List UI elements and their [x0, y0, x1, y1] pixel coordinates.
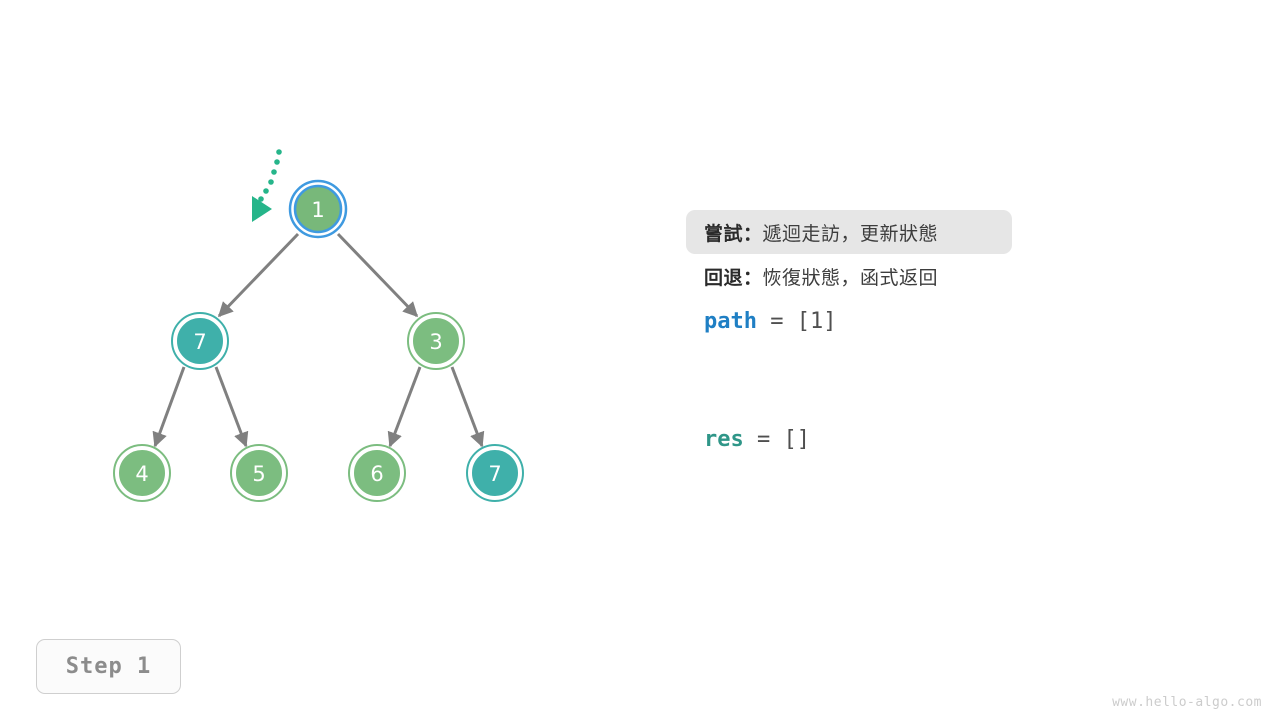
- tree-node-6-label: 6: [370, 462, 383, 486]
- tree-node-7-left-label: 7: [193, 330, 206, 354]
- variable-res-name: res: [704, 426, 744, 452]
- tree-node-4-label: 4: [135, 462, 148, 486]
- state-panel: 嘗試： 遞迴走訪，更新狀態 回退： 恢復狀態，函式返回 path = [1] r…: [686, 210, 1226, 462]
- hint-backtrack-label: 回退：: [704, 266, 763, 289]
- tree-edges: [152, 232, 485, 448]
- code-row-spacer: [686, 344, 1226, 416]
- tree-node-3-label: 3: [429, 330, 442, 354]
- tree-node-1[interactable]: 1: [288, 179, 348, 239]
- watermark: www.hello-algo.com: [1112, 695, 1262, 710]
- edge-1-3: [336, 232, 419, 318]
- tree-node-7-right[interactable]: 7: [466, 444, 524, 502]
- edge-1-7: [217, 232, 300, 318]
- hint-try-label: 嘗試：: [704, 222, 763, 245]
- recursion-entry-pointer-icon: [252, 149, 282, 222]
- tree-node-3[interactable]: 3: [407, 312, 465, 370]
- tree-node-5[interactable]: 5: [230, 444, 288, 502]
- hint-row-try: 嘗試： 遞迴走訪，更新狀態: [686, 210, 1012, 254]
- tree-node-7-left[interactable]: 7: [171, 312, 229, 370]
- edge-3-7b: [450, 366, 485, 448]
- edge-7-5: [214, 366, 249, 448]
- variable-path-name: path: [704, 308, 757, 334]
- hint-row-backtrack: 回退： 恢復狀態，函式返回: [686, 254, 1226, 298]
- variable-path-value: = [1]: [756, 308, 837, 334]
- hint-try-text: 遞迴走訪，更新狀態: [762, 222, 939, 245]
- edge-7-4: [152, 366, 186, 448]
- edge-3-6: [387, 366, 422, 448]
- tree-node-5-label: 5: [252, 462, 265, 486]
- tree-node-1-label: 1: [311, 198, 324, 222]
- variable-res-value: = []: [743, 426, 810, 452]
- code-row-res: res = []: [686, 416, 1226, 462]
- binary-tree-diagram: 1 7 3 4 5 6 7: [113, 149, 524, 502]
- hint-backtrack-text: 恢復狀態，函式返回: [762, 266, 939, 289]
- step-badge: Step 1: [36, 639, 181, 694]
- code-row-path: path = [1]: [686, 298, 1226, 344]
- tree-node-7-right-label: 7: [488, 462, 501, 486]
- tree-node-6[interactable]: 6: [348, 444, 406, 502]
- tree-node-4[interactable]: 4: [113, 444, 171, 502]
